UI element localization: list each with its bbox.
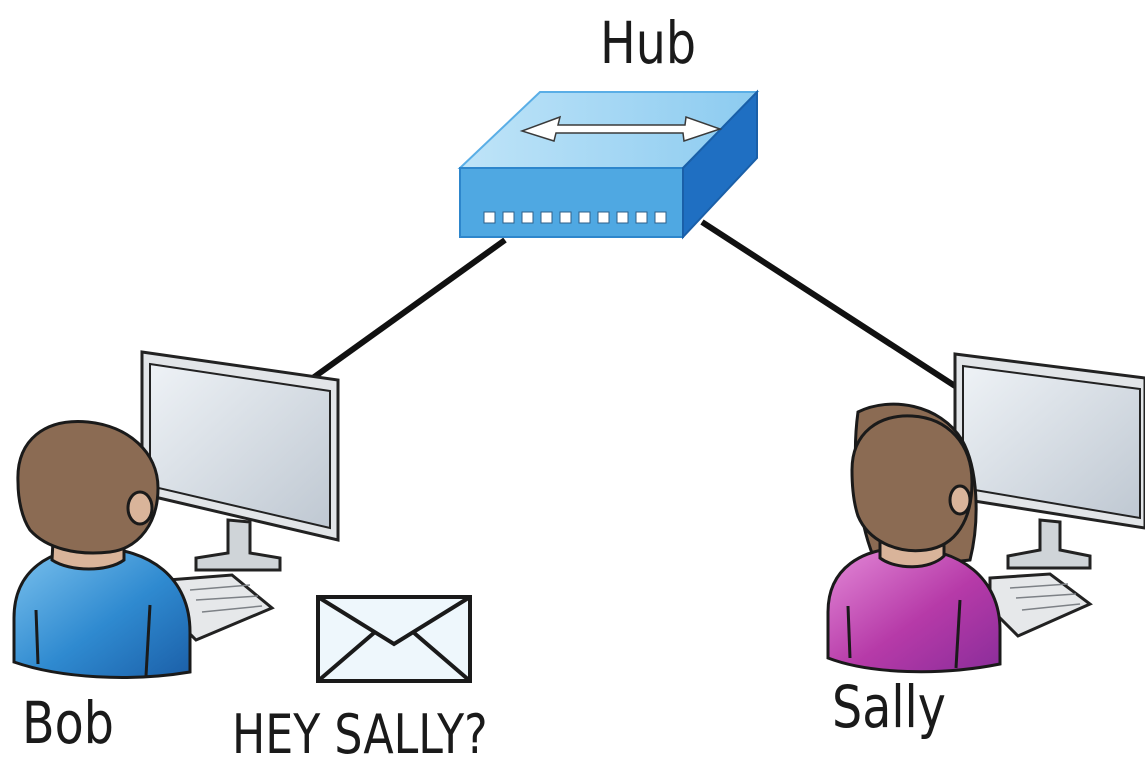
- bob-label: Bob: [22, 689, 114, 757]
- hub-icon: [457, 89, 760, 240]
- envelope-icon: [316, 595, 472, 683]
- sally-label: Sally: [832, 673, 946, 741]
- bob-computer-icon: [140, 350, 340, 642]
- hub-label: Hub: [600, 9, 697, 77]
- sally-computer-icon: [953, 352, 1145, 638]
- message-label: HEY SALLY?: [232, 703, 488, 766]
- cable-bob-hub: [308, 237, 507, 383]
- cable-hub-sally: [700, 219, 957, 389]
- sally-user-icon: [826, 402, 1002, 674]
- bob-user-icon: [12, 420, 192, 679]
